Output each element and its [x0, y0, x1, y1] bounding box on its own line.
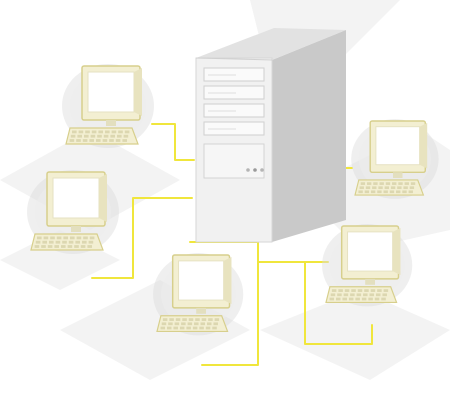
monitor-screen — [347, 231, 394, 272]
keyboard — [30, 233, 104, 251]
monitor-screen — [52, 177, 100, 219]
desktop-computer-icon — [351, 119, 439, 199]
desktop-computer-icon — [153, 253, 244, 336]
server-top — [196, 28, 346, 60]
desktop-computer-icon — [27, 170, 119, 254]
monitor-screen — [375, 126, 421, 166]
keyboard — [65, 127, 139, 145]
desktop-computer-icon — [62, 64, 154, 148]
keyboard — [156, 315, 229, 333]
cable-top-left — [151, 123, 195, 161]
server-side — [272, 30, 346, 242]
desktop-computer-icon — [322, 224, 413, 307]
server-tower-icon — [195, 28, 346, 243]
cable-middle-left — [91, 197, 193, 279]
indicator-led — [253, 168, 257, 172]
keyboard — [325, 286, 398, 304]
keyboard — [354, 179, 425, 196]
indicator-leds — [246, 168, 264, 172]
monitor-screen — [178, 260, 225, 301]
monitor-screen — [87, 71, 135, 113]
drive-bays — [203, 67, 265, 179]
indicator-led — [260, 168, 264, 172]
indicator-led — [246, 168, 250, 172]
server-panel — [203, 143, 265, 179]
cable-bottom-right — [257, 261, 373, 345]
